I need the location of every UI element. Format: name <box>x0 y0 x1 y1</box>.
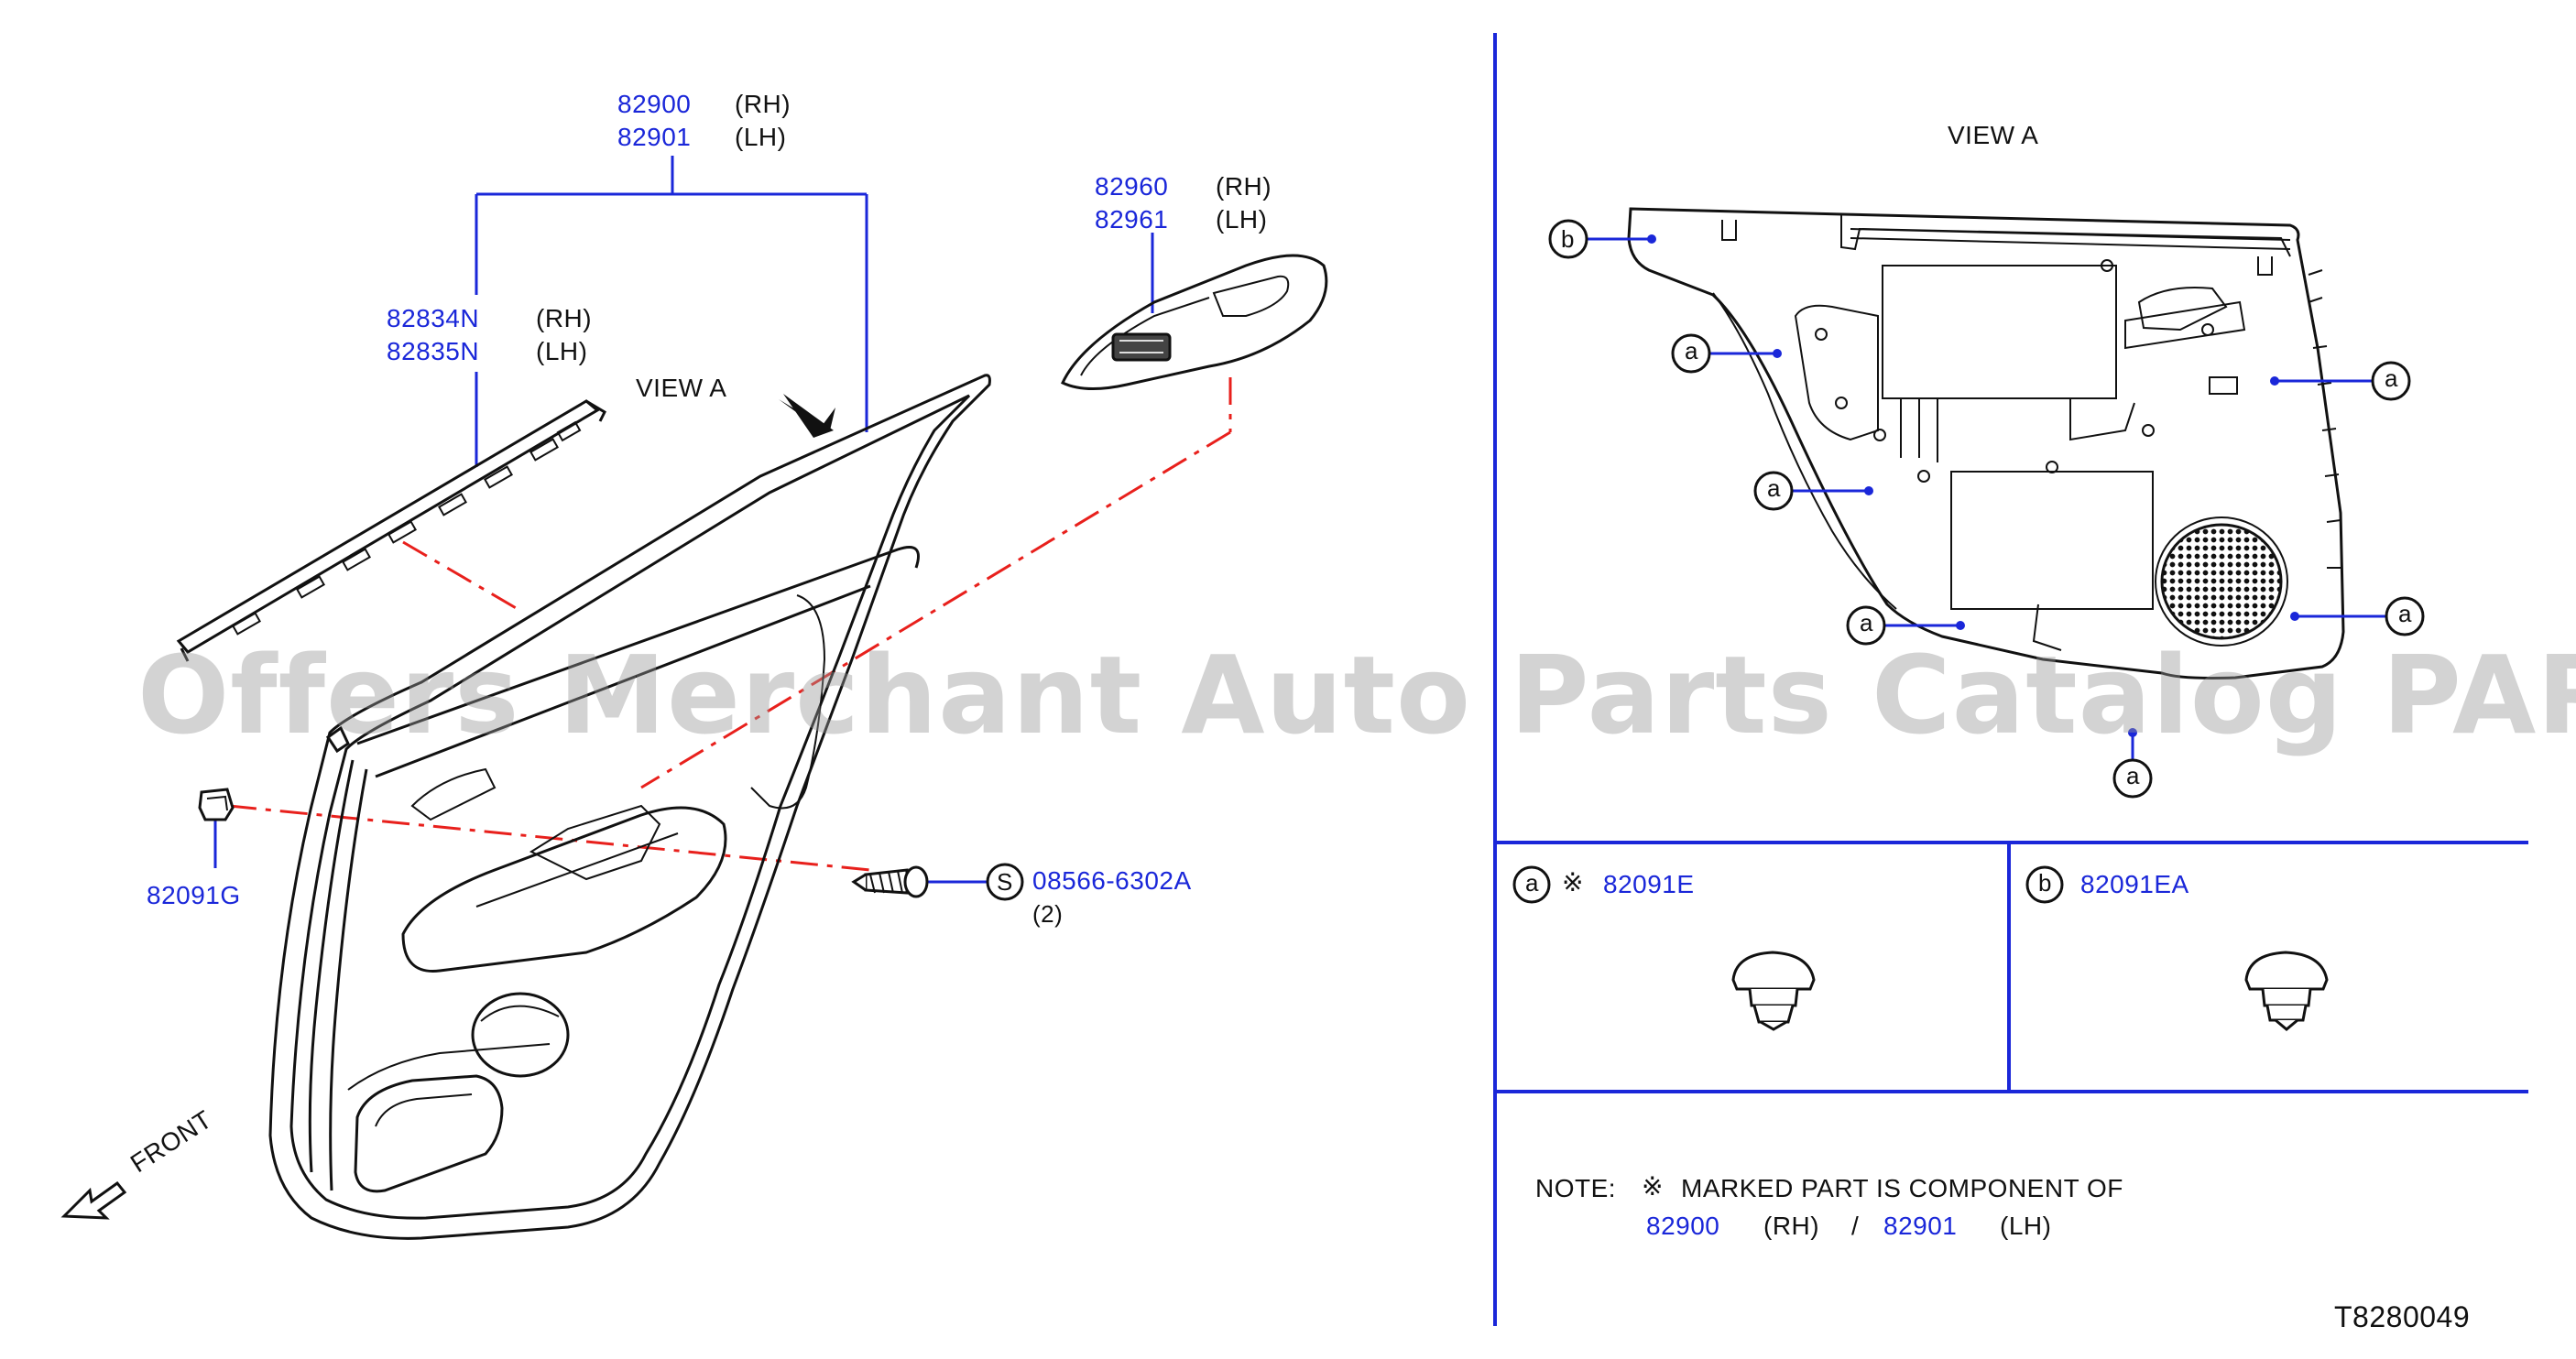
clip-82091ea-drawing <box>2244 951 2329 1031</box>
view-a-label: VIEW A <box>636 374 727 402</box>
callout-a: a <box>2126 762 2140 789</box>
panel-dividers <box>1493 33 2528 1326</box>
part-number-82900[interactable]: 82900 <box>617 90 692 118</box>
note-prefix: NOTE: <box>1535 1174 1617 1202</box>
front-arrow <box>60 1180 127 1220</box>
note-slash: / <box>1851 1212 1860 1240</box>
weatherstrip-moulding <box>176 399 606 662</box>
callout-a: a <box>1860 609 1873 636</box>
dashed-lines <box>228 377 1232 872</box>
part-number-82091g[interactable]: 82091G <box>147 881 241 909</box>
note-lh: (LH) <box>2000 1212 2052 1240</box>
side-label-lh: (LH) <box>1216 205 1268 234</box>
part-number-82834n[interactable]: 82834N <box>387 304 480 332</box>
callout-circles <box>1548 219 2425 799</box>
leader-lines-left <box>213 156 1154 884</box>
view-a-arrow <box>779 394 835 438</box>
switch-finisher <box>1061 254 1328 391</box>
clip-82091e-drawing <box>1731 951 1816 1031</box>
quantity-label: (2) <box>1032 900 1064 928</box>
speaker-grille <box>2155 516 2288 647</box>
part-number-82961[interactable]: 82961 <box>1095 205 1169 234</box>
part-number-82091e[interactable]: 82091E <box>1603 870 1695 898</box>
door-trim-panel <box>268 374 991 1240</box>
callout-b: b <box>1561 225 1575 253</box>
part-number-82960[interactable]: 82960 <box>1095 172 1169 201</box>
note-part-82900[interactable]: 82900 <box>1646 1212 1720 1240</box>
note-part-82901[interactable]: 82901 <box>1883 1212 1958 1240</box>
callout-a: a <box>1767 474 1781 502</box>
legend-circles <box>1512 865 2064 904</box>
side-label-rh: (RH) <box>1216 172 1272 201</box>
note-rh: (RH) <box>1763 1212 1820 1240</box>
part-number-08566-6302a[interactable]: 08566-6302A <box>1032 866 1192 895</box>
part-number-82835n[interactable]: 82835N <box>387 337 480 365</box>
callout-a: a <box>2385 364 2398 392</box>
callout-a: a <box>1685 337 1698 364</box>
diagram-code: T8280049 <box>2334 1300 2471 1333</box>
side-label-rh: (RH) <box>735 90 791 118</box>
note-mark: ※ <box>1642 1172 1664 1201</box>
legend-b-letter: b <box>2038 869 2052 897</box>
callout-dots <box>1647 234 2299 737</box>
screw <box>851 865 929 898</box>
callout-leaders-right <box>1587 237 2386 760</box>
view-a-panel <box>1627 207 2345 680</box>
side-label-lh: (LH) <box>735 123 787 151</box>
side-label-rh: (RH) <box>536 304 593 332</box>
clip-82091g <box>198 788 235 821</box>
screw-symbol-letter: S <box>997 868 1013 896</box>
part-number-82091ea[interactable]: 82091EA <box>2080 870 2189 898</box>
note-text: MARKED PART IS COMPONENT OF <box>1681 1174 2123 1202</box>
side-label-lh: (LH) <box>536 337 588 365</box>
view-a-title: VIEW A <box>1948 121 2039 149</box>
callout-a: a <box>2398 600 2412 627</box>
legend-a-letter: a <box>1525 869 1539 897</box>
screw-symbol-circle <box>986 863 1024 901</box>
legend-a-mark: ※ <box>1562 868 1584 897</box>
part-number-82901[interactable]: 82901 <box>617 123 692 151</box>
